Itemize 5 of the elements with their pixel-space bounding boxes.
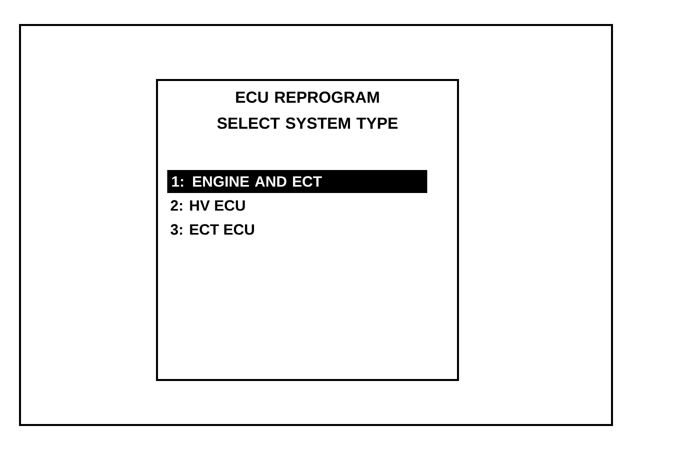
menu-item: 3: ECT ECU <box>170 224 254 235</box>
display-frame <box>19 24 613 426</box>
screen-heading: ECU REPROGRAM SELECT SYSTEM TYPE <box>217 92 398 129</box>
screen-box <box>156 79 459 381</box>
highlighted-menu-item: 1: ENGINE AND ECT <box>167 170 428 193</box>
